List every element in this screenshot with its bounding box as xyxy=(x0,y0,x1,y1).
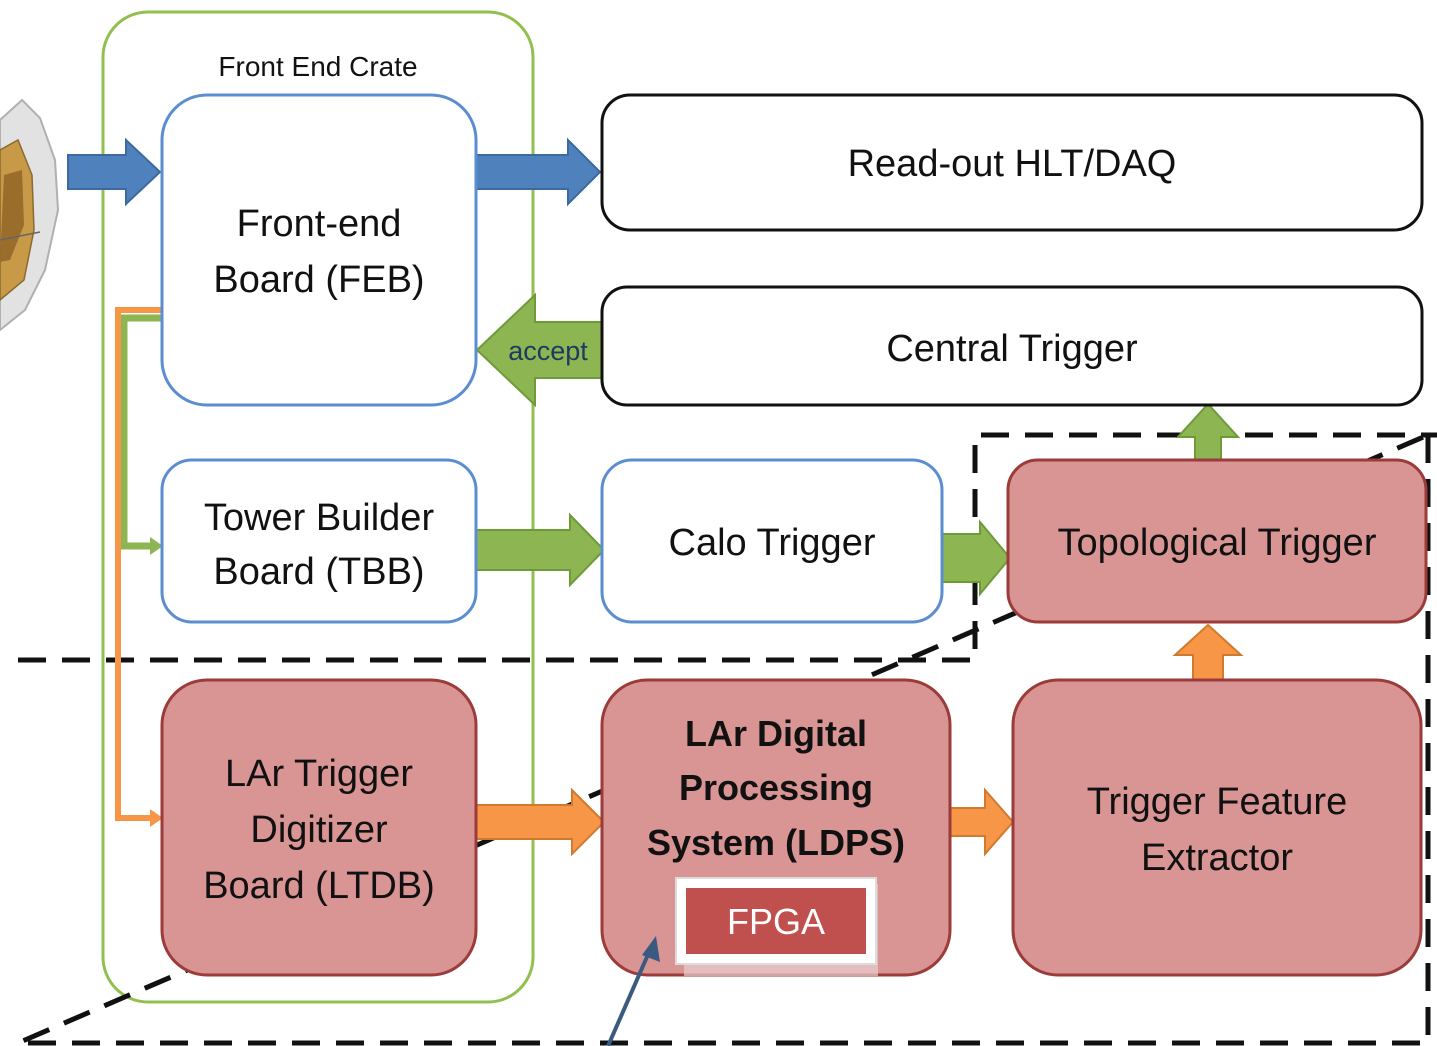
ldps-label-line2: Processing xyxy=(679,767,873,808)
calo-trigger-box xyxy=(600,458,944,624)
central-trigger-label: Central Trigger xyxy=(886,328,1138,370)
ldps-label-line1: LAr Digital xyxy=(685,713,867,754)
tbb-label-line1: Tower Builder xyxy=(204,497,435,539)
calo-to-topo-arrow xyxy=(940,519,1012,597)
ltdb-label-line2: Digitizer xyxy=(250,809,388,851)
ltdb-label-line1: LAr Trigger xyxy=(225,753,413,795)
ltdb-to-ldps-arrow xyxy=(475,787,606,857)
feb-to-tbb-arrowhead xyxy=(150,537,163,555)
ldps-to-tfe-arrow xyxy=(947,787,1015,857)
accept-label: accept xyxy=(508,336,588,366)
readout-box xyxy=(600,93,1424,232)
accept-arrow xyxy=(475,292,605,408)
topological-trigger-label: Topological Trigger xyxy=(1058,522,1377,564)
input-arrow xyxy=(67,137,162,207)
feb-box xyxy=(160,93,478,407)
feb-to-tbb-connector xyxy=(120,314,162,550)
ldps-label-line3: System (LDPS) xyxy=(647,822,905,863)
feb-to-ltdb-arrowhead xyxy=(150,809,163,827)
tbb-box xyxy=(160,458,478,624)
feb-label-line1: Front-end xyxy=(237,203,402,245)
tfe-label-line1: Trigger Feature xyxy=(1087,781,1347,823)
trigger-feature-extractor-box xyxy=(1011,678,1423,977)
front-end-crate-frame xyxy=(101,10,535,1004)
tfe-label-line2: Extractor xyxy=(1141,837,1293,879)
ltdb-box xyxy=(160,678,478,977)
topological-trigger-box xyxy=(1006,458,1428,624)
calo-trigger-label: Calo Trigger xyxy=(669,522,876,564)
ltdb-label-line3: Board (LTDB) xyxy=(203,865,435,907)
central-trigger-box xyxy=(600,285,1424,407)
tbb-to-calo-arrow xyxy=(475,512,606,588)
fpga-label: FPGA xyxy=(727,901,825,942)
tfe-to-topo-arrow xyxy=(1172,623,1244,684)
front-end-crate-title: Front End Crate xyxy=(218,51,417,82)
fpga-chip xyxy=(686,888,866,954)
feb-label-line2: Board (FEB) xyxy=(213,259,424,301)
detector-icon xyxy=(0,98,60,332)
readout-label: Read-out HLT/DAQ xyxy=(848,143,1177,185)
tbb-label-line2: Board (TBB) xyxy=(213,551,424,593)
feb-to-ltdb-connector xyxy=(115,307,162,821)
fpga-pointer-arrow xyxy=(606,936,660,1046)
feb-to-readout-arrow xyxy=(475,137,602,207)
topo-to-central-arrow xyxy=(1175,402,1241,463)
